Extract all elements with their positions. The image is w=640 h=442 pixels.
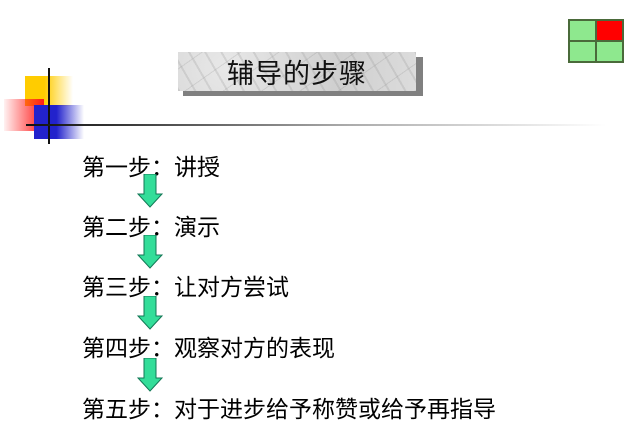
step-5: 第五步：对于进步给予称赞或给予再指导 [82, 390, 496, 424]
arrow-down-icon [137, 174, 163, 208]
step-label: 第五步： [82, 397, 174, 423]
step-label: 第三步： [82, 275, 174, 301]
decor-blue-square [34, 105, 84, 139]
step-4: 第四步：观察对方的表现 [82, 329, 335, 363]
slide-title: 辅导的步骤 [227, 59, 367, 90]
arrow-down-icon [137, 296, 163, 330]
step-label: 第一步： [82, 155, 174, 181]
decor-color-grid [568, 19, 624, 63]
step-text: 讲授 [174, 155, 220, 181]
arrow-down-icon [137, 358, 163, 392]
step-2: 第二步：演示 [82, 208, 220, 242]
grid-cell-green [596, 41, 623, 62]
step-text: 观察对方的表现 [174, 336, 335, 362]
step-text: 对于进步给予称赞或给予再指导 [174, 397, 496, 423]
grid-cell-green [569, 41, 596, 62]
step-text: 演示 [174, 215, 220, 241]
grid-cell-red [596, 20, 623, 41]
grid-cell-green [569, 20, 596, 41]
step-text: 让对方尝试 [174, 275, 289, 301]
decor-horizontal-line [26, 124, 606, 126]
step-1: 第一步：讲授 [82, 148, 220, 182]
title-box: 辅导的步骤 [178, 52, 416, 91]
decor-vertical-line [48, 68, 50, 144]
step-label: 第四步： [82, 336, 174, 362]
step-label: 第二步： [82, 215, 174, 241]
step-3: 第三步：让对方尝试 [82, 268, 289, 302]
arrow-down-icon [137, 235, 163, 269]
